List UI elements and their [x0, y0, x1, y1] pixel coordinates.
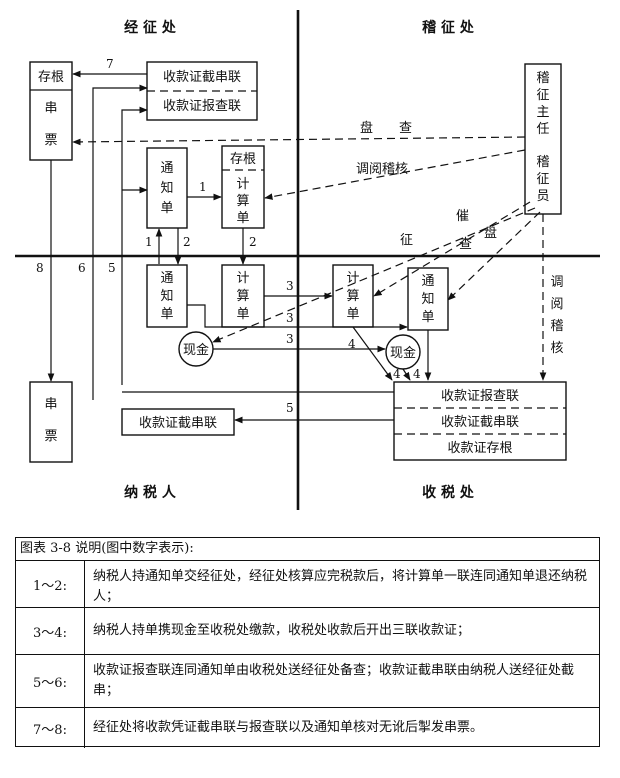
stub-label: 存根: [38, 70, 64, 85]
notice-label-bottom: 通知单: [160, 271, 173, 322]
step-2-left: 2: [183, 235, 191, 249]
step-5-bottom: 5: [286, 401, 294, 415]
step-5-left: 5: [108, 261, 116, 275]
quadrant-title-jizheng: 稽 征 处: [422, 19, 475, 36]
receipt-audit-label-top: 收款证报查联: [163, 99, 241, 114]
serial-ticket-label-bottom: 串票: [44, 397, 57, 444]
legend-text: 纳税人持单携现金至收税处缴款，收税处收款后开出三联收款证；: [93, 623, 471, 638]
legend-key: 1～2:: [16, 561, 85, 607]
receipt-pair-top: 收款证截串联 收款证报查联: [146, 61, 258, 121]
legend-text: 纳税人持通知单交经征处，经征处核算应完税款后，将计算单一联连同通知单退还纳税人；: [93, 569, 588, 604]
notice-box-bottom: 通知单: [146, 264, 188, 328]
receipt-serial-box-taxpayer: 收款证截串联: [121, 408, 235, 436]
serial-ticket-box-bottom: 串票: [29, 381, 73, 463]
audit-chief-label: 稽征主任: [536, 71, 549, 137]
step-2-calc: 2: [249, 235, 257, 249]
dashed-cash-left: [212, 207, 536, 343]
label-vertical-tiaoyue: 调阅稽核: [550, 275, 563, 356]
legend-row: 7～8: 经征处将收款凭证截串联与报查联以及通知单核对无讹后掣发串票。: [16, 708, 599, 748]
step-3b: 3: [286, 311, 294, 325]
legend-row: 3～4: 纳税人持单携现金至收税处缴款，收税处收款后开出三联收款证；: [16, 608, 599, 655]
legend-key: 5～6:: [16, 655, 85, 707]
notice-box-top: 通知单: [146, 147, 188, 229]
arrow-4b: [402, 368, 411, 381]
legend-table: 图表 3-8 说明(图中数字表示): 1～2: 纳税人持通知单交经征处，经征处核…: [15, 537, 600, 748]
legend-row: 5～6: 收款证报查联连同通知单由收税处送经征处备查；收款证截串联由纳税人送经征…: [16, 655, 599, 708]
calc-label-bottom-right: 计算单: [346, 271, 359, 322]
dashed-pan-cha: [447, 211, 541, 301]
step-7: 7: [106, 57, 114, 71]
label-pan: 盘: [484, 225, 497, 241]
receipt-serial-label-top: 收款证截串联: [163, 70, 241, 85]
dashed-tiaoyue: [264, 149, 526, 200]
arrow-5: [121, 106, 148, 385]
notice-label-bottom-right: 通知单: [421, 274, 434, 325]
cash-circle-right: 现金: [385, 334, 421, 370]
label-cui: 催: [456, 209, 469, 224]
arrow-4a: [352, 326, 393, 381]
notice-box-bottom-right: 通知单: [407, 267, 449, 331]
step-1-left: 1: [145, 235, 153, 249]
svg-text:现金: 现金: [390, 345, 416, 361]
calc-box-bottom-right: 计算单: [332, 264, 374, 328]
calc-box-top: 存根 计算单: [221, 145, 265, 229]
dashed-cuizheng: [373, 201, 531, 297]
quadrant-title-jingzheng: 经 征 处: [124, 19, 177, 36]
receipt-serial-label-bottom: 收款证截串联: [441, 415, 519, 430]
step-6: 6: [78, 261, 86, 275]
arrow-3b: [187, 304, 408, 331]
label-tiaoyue: 调阅稽核: [356, 162, 408, 177]
stub-serial-box: 存根 串票: [29, 61, 73, 161]
label-pancha: 盘 查: [360, 120, 412, 136]
audit-chief-box: 稽征主任 稽征员: [524, 63, 562, 215]
auditor-label: 稽征员: [536, 155, 549, 204]
cash-circle-left: 现金: [178, 331, 214, 367]
calc-box-bottom-left: 计算单: [221, 264, 265, 328]
quadrant-title-nashuiren: 纳 税 人: [124, 484, 177, 501]
legend-key: 7～8:: [16, 708, 85, 748]
receipt-serial-label-taxpayer: 收款证截串联: [139, 416, 217, 431]
step-8: 8: [36, 261, 44, 275]
step-4c: 4: [413, 367, 421, 381]
receipt-stub-label: 收款证存根: [447, 441, 512, 456]
label-zheng: 征: [400, 233, 413, 248]
step-3a: 3: [286, 279, 294, 293]
dashed-pancha: [72, 136, 526, 146]
legend-text: 收款证报查联连同通知单由收税处送经征处备查；收款证截串联由纳税人送经征处截串；: [93, 663, 575, 698]
three-part-receipt-box: 收款证报查联 收款证截串联 收款证存根: [393, 381, 567, 461]
label-cha: 查: [459, 237, 472, 252]
receipt-audit-label-bottom: 收款证报查联: [441, 389, 519, 404]
legend-caption: 图表 3-8 说明(图中数字表示):: [16, 538, 599, 561]
serial-ticket-label: 串票: [44, 101, 57, 148]
step-1-top: 1: [199, 180, 207, 194]
legend-row: 1～2: 纳税人持通知单交经征处，经征处核算应完税款后，将计算单一联连同通知单退…: [16, 561, 599, 608]
calc-stub-label: 存根: [230, 152, 256, 167]
quadrant-title-shoushui: 收 税 处: [422, 484, 475, 501]
calc-label-bottom-left: 计算单: [236, 271, 249, 322]
legend-key: 3～4:: [16, 608, 85, 654]
notice-label-top: 通知单: [160, 161, 173, 216]
step-4b: 4: [393, 367, 401, 381]
arrow-6: [92, 84, 148, 400]
calc-label-top: 计算单: [236, 177, 249, 226]
step-3c: 3: [286, 332, 294, 346]
step-4a: 4: [348, 337, 356, 351]
flow-diagram: 经 征 处 稽 征 处 纳 税 人 收 税 处 存根 串票 收款证截串联 收款证…: [15, 10, 600, 510]
svg-text:现金: 现金: [183, 342, 209, 358]
legend-text: 经征处将收款凭证截串联与报查联以及通知单核对无讹后掣发串票。: [93, 720, 484, 735]
